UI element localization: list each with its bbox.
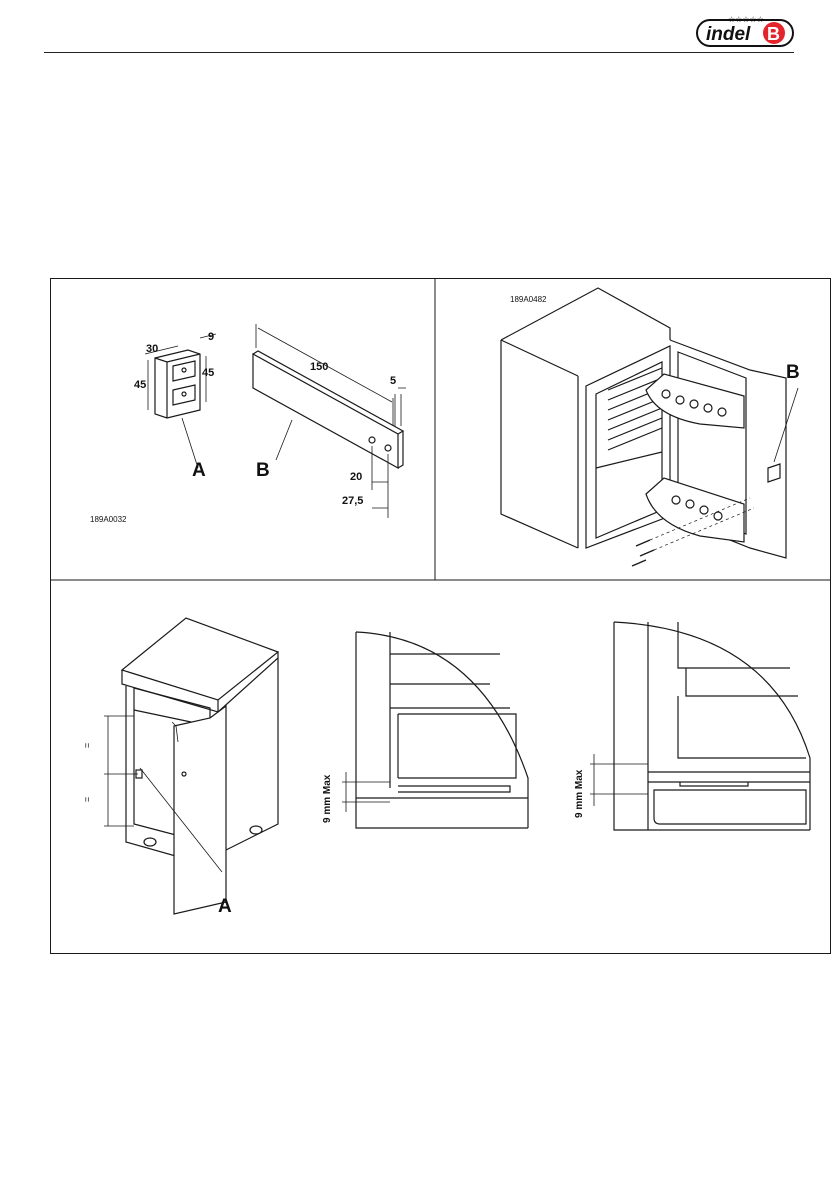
figure-code-bracket: 189A0032 — [90, 515, 127, 524]
fridge-panel: 189A0482 B — [500, 287, 800, 567]
bracket-a-drawing — [144, 333, 217, 469]
figure-sheet: 30 9 45 45 A 150 5 20 27,5 B 189A0032 — [50, 278, 832, 954]
dim-b-thickness: 5 — [390, 375, 396, 387]
dim-mark-upper: = — [82, 743, 92, 748]
detail-1-drawing — [342, 631, 529, 829]
label-part-a: A — [192, 460, 206, 481]
logo-text: indel — [706, 24, 751, 45]
dim-a-depth: 9 — [208, 331, 214, 343]
detail-panel-1: 9 mm Max — [322, 631, 529, 829]
dim-b-hole-2: 27,5 — [342, 495, 363, 507]
cabinet-panel: = = A — [82, 617, 280, 917]
figure-code-fridge: 189A0482 — [510, 295, 547, 304]
brand-logo: ☆☆☆☆☆ indel B — [696, 14, 794, 48]
strip-b-drawing — [252, 324, 406, 518]
label-part-b: B — [256, 460, 270, 481]
logo-letter: B — [767, 24, 780, 44]
bracket-panel: 30 9 45 45 A 150 5 20 27,5 B 189A0032 — [90, 324, 406, 524]
detail-1-gap-label: 9 mm Max — [322, 774, 333, 823]
label-fridge-part-b: B — [786, 362, 800, 383]
cabinet-drawing — [104, 617, 280, 915]
dim-mark-lower: = — [82, 797, 92, 802]
dim-a-height-left: 45 — [134, 379, 146, 391]
label-cabinet-part-a: A — [218, 896, 232, 917]
logo-stars: ☆☆☆☆☆ — [728, 15, 764, 24]
detail-panel-2: 9 mm Max — [574, 621, 811, 831]
detail-2-drawing — [590, 621, 811, 831]
dim-a-width: 30 — [146, 343, 158, 355]
header-divider — [44, 52, 794, 53]
fridge-drawing — [500, 287, 799, 567]
dim-b-hole-1: 20 — [350, 471, 362, 483]
dim-a-height-right: 45 — [202, 367, 214, 379]
detail-2-gap-label: 9 mm Max — [574, 769, 585, 818]
figure-frame — [50, 278, 831, 954]
dim-b-length: 150 — [310, 361, 328, 373]
